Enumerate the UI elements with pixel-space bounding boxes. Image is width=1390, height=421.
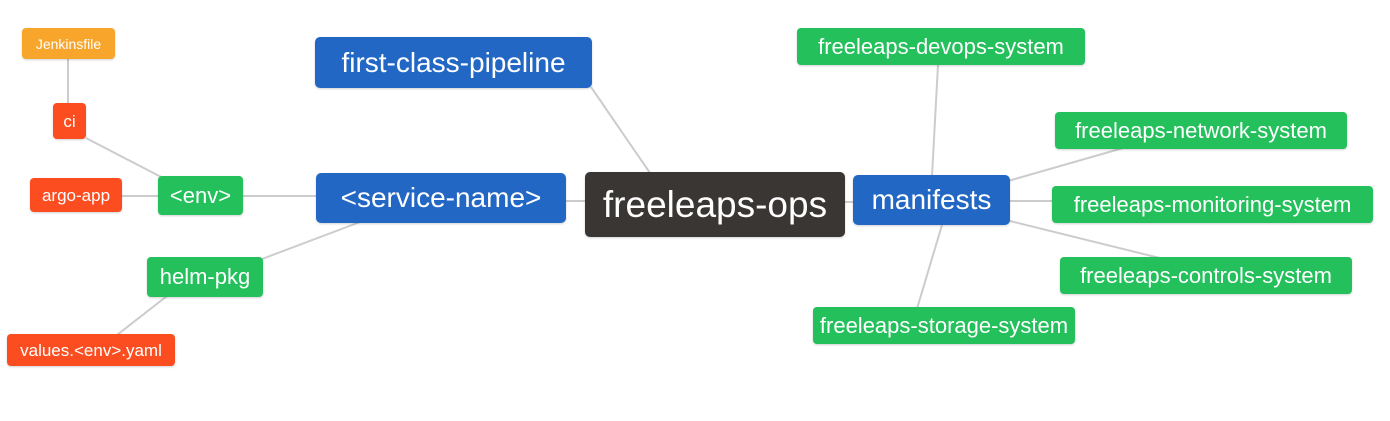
node-freeleaps-controls-system[interactable]: freeleaps-controls-system: [1060, 257, 1352, 294]
edge-helm-pkg-values: [116, 295, 168, 336]
node-values-env-yaml[interactable]: values.<env>.yaml: [7, 334, 175, 366]
node-argo-app[interactable]: argo-app: [30, 178, 122, 212]
node-first-class-pipeline[interactable]: first-class-pipeline: [315, 37, 592, 88]
node-service-name[interactable]: <service-name>: [316, 173, 566, 223]
node-ci[interactable]: ci: [53, 103, 86, 139]
edge-service-name-helm-pkg: [261, 221, 361, 260]
edge-ci-env: [85, 137, 164, 179]
edge-pipeline-ops: [590, 86, 651, 174]
edge-manifests-storage: [915, 224, 943, 313]
node-helm-pkg[interactable]: helm-pkg: [147, 257, 263, 297]
node-freeleaps-network-system[interactable]: freeleaps-network-system: [1055, 112, 1347, 149]
node-manifests[interactable]: manifests: [853, 175, 1010, 225]
node-freeleaps-ops-root[interactable]: freeleaps-ops: [585, 172, 845, 237]
edge-manifests-devops: [931, 64, 939, 177]
edge-manifests-controls: [1009, 220, 1181, 264]
node-freeleaps-monitoring-system[interactable]: freeleaps-monitoring-system: [1052, 186, 1373, 223]
node-freeleaps-devops-system[interactable]: freeleaps-devops-system: [797, 28, 1085, 65]
node-jenkinsfile[interactable]: Jenkinsfile: [22, 28, 115, 59]
edge-manifests-network: [1007, 145, 1131, 182]
node-freeleaps-storage-system[interactable]: freeleaps-storage-system: [813, 307, 1075, 344]
node-env[interactable]: <env>: [158, 176, 243, 215]
